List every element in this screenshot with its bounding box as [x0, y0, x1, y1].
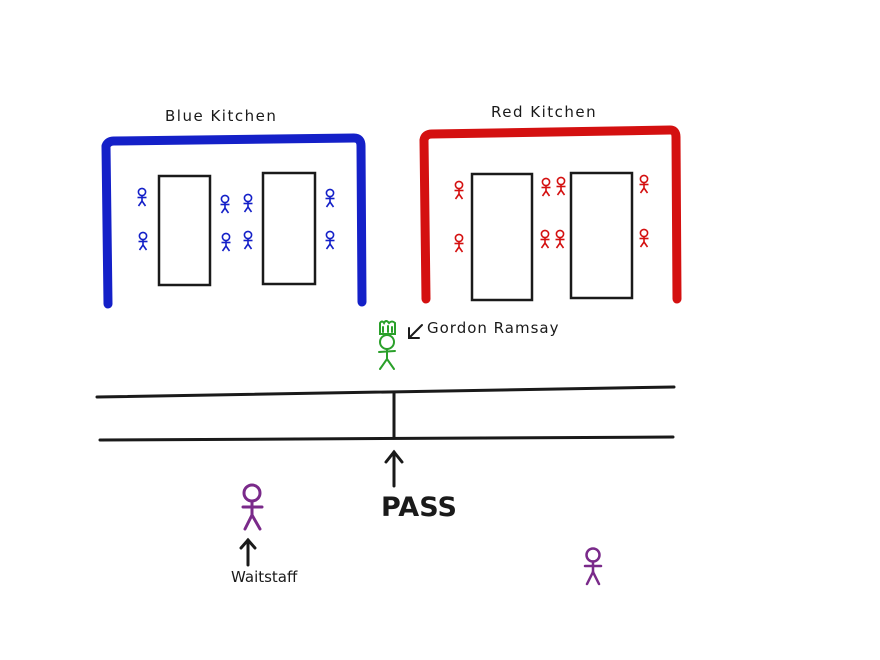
red-cooks: [453, 174, 650, 253]
chef-hat-figure-icon: [378, 320, 396, 370]
waitstaff-label: Waitstaff: [231, 568, 298, 586]
stick-figure-icon: [137, 231, 149, 251]
stick-figure-icon: [540, 177, 552, 197]
red-kitchen-wall: [419, 125, 682, 304]
stick-figure-icon: [638, 174, 650, 194]
blue-cooks: [136, 187, 336, 252]
stick-figure-icon: [453, 180, 465, 200]
blue-kitchen-wall: [101, 133, 367, 309]
stick-figure-icon: [555, 176, 567, 196]
stick-figure-icon: [453, 233, 465, 253]
arrow-icon: [408, 324, 423, 339]
stick-figure-icon: [554, 229, 566, 249]
stick-figure-icon: [324, 230, 336, 250]
waitstaff-figure: [241, 483, 264, 531]
stick-figure-icon: [539, 229, 551, 249]
blue-station-left: [157, 174, 212, 287]
stick-figure-icon: [242, 230, 254, 250]
red-station-right: [569, 171, 634, 300]
chef-label: Gordon Ramsay: [427, 319, 559, 337]
blue-station-right: [261, 171, 317, 286]
waitstaff-figure: [583, 547, 603, 586]
pass-label: PASS: [381, 492, 457, 523]
stick-figure-icon: [324, 188, 336, 208]
stick-figure-icon: [220, 232, 232, 252]
stick-figure-icon: [219, 194, 231, 214]
stick-figure-icon: [136, 187, 148, 207]
blue-kitchen-label: Blue Kitchen: [165, 107, 277, 125]
arrow-icon: [384, 449, 404, 488]
stick-figure-icon: [242, 193, 254, 213]
stick-figure-icon: [638, 228, 650, 248]
red-kitchen-label: Red Kitchen: [491, 103, 597, 121]
pass-counter: [95, 385, 676, 442]
red-station-left: [470, 172, 534, 302]
arrow-icon: [239, 537, 257, 567]
